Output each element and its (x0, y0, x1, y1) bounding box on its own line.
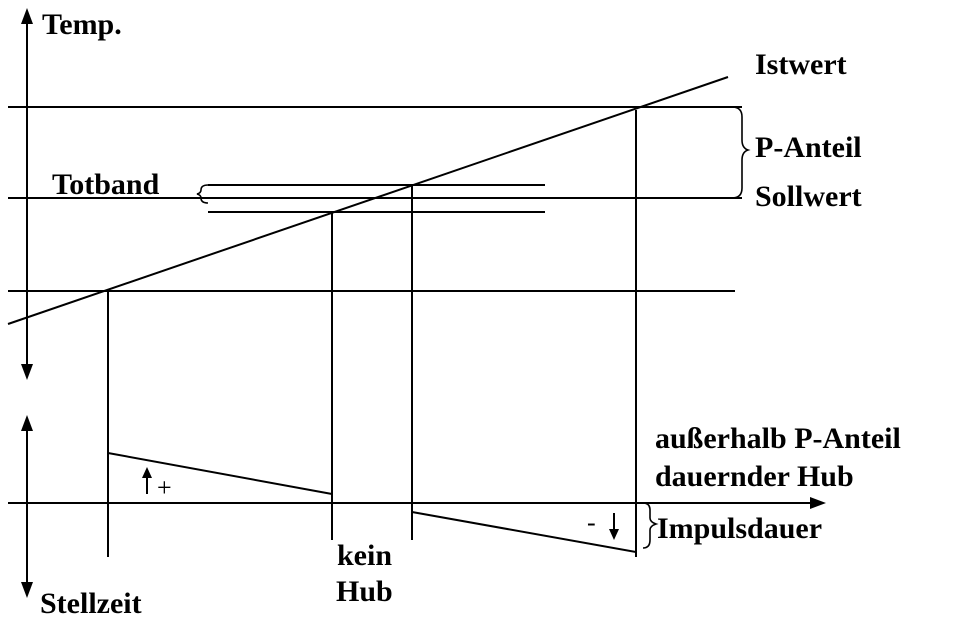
negative-output-segment (411, 511, 637, 553)
stellzeit-axis-up-arrow-icon (21, 415, 33, 431)
stellzeit-label: Stellzeit (40, 587, 142, 618)
up-arrow-icon (142, 467, 152, 478)
hub-label: Hub (336, 575, 393, 608)
minus-sign: - (587, 508, 596, 537)
istwert-label: Istwert (755, 48, 847, 81)
kein-label: kein (337, 539, 392, 572)
impulsdauer-brace (642, 502, 659, 549)
temp-axis-down-arrow-icon (21, 364, 33, 380)
temp-axis-label: Temp. (42, 8, 122, 41)
impulsdauer-label: Impulsdauer (657, 512, 822, 545)
p-anteil-label: P-Anteil (755, 131, 862, 164)
down-arrow-icon (609, 529, 619, 540)
plus-marker (142, 467, 152, 494)
p-anteil-brace (731, 106, 751, 199)
ausserhalb-label-line1: außerhalb P-Anteil (655, 422, 901, 455)
plus-sign: + (157, 473, 172, 502)
stellzeit-axis (21, 415, 33, 598)
temp-axis (21, 8, 33, 380)
totband-brace (196, 184, 209, 204)
istwert-line (7, 76, 729, 325)
sollwert-label: Sollwert (755, 180, 862, 213)
stellzeit-axis-down-arrow-icon (21, 582, 33, 598)
totband-label: Totband (52, 168, 160, 201)
minus-marker (609, 513, 619, 540)
ausserhalb-label-line2: dauernder Hub (655, 460, 854, 493)
temp-axis-up-arrow-icon (21, 8, 33, 24)
time-axis-right-arrow-icon (810, 497, 826, 509)
positive-output-segment (107, 452, 333, 495)
